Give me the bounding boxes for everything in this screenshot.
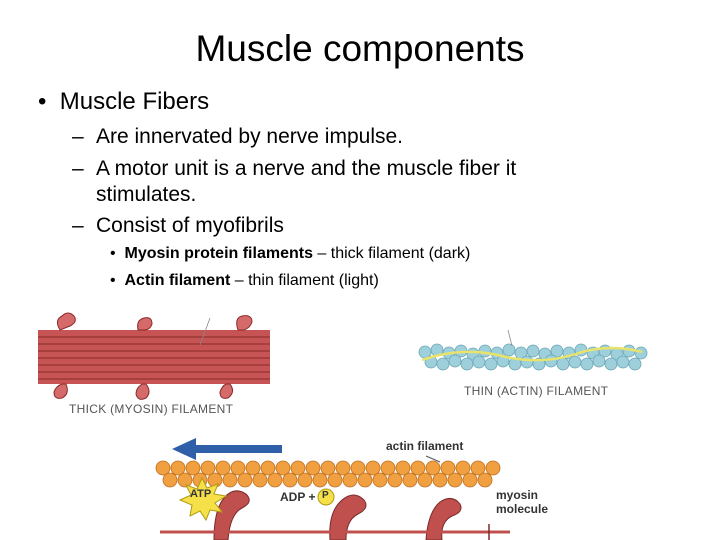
thick-filament-caption: THICK (MYOSIN) FILAMENT — [69, 402, 234, 416]
tropomyosin-strand — [421, 346, 643, 362]
sub-sub-bullet-actin: • Actin filament – thin filament (light) — [110, 272, 379, 290]
bullet-dot: • — [38, 88, 60, 115]
bold-term: Myosin protein filaments — [124, 245, 313, 262]
dash: – — [72, 125, 84, 148]
actin-filament-label: actin filament — [386, 439, 464, 453]
adp-label: ADP + — [280, 490, 316, 504]
phosphate-label: P — [322, 490, 329, 501]
thin-filament-caption: THIN (ACTIN) FILAMENT — [464, 384, 609, 398]
sub-bullet-motor-unit: – A motor unit is a nerve and the muscle… — [72, 156, 612, 208]
term-description: – thick filament (dark) — [312, 245, 471, 262]
bullet-muscle-fibers: • Muscle Fibers — [38, 88, 209, 116]
dash: – — [72, 214, 84, 237]
bold-term: Actin filament — [124, 272, 231, 289]
dash: – — [72, 157, 84, 180]
direction-arrow — [172, 438, 282, 460]
atp-starburst — [178, 476, 228, 522]
sub-bullet-innervated: – Are innervated by nerve impulse. — [72, 124, 612, 150]
sliding-filament-diagram — [155, 438, 510, 540]
sub-bullet-text: Consist of myofibrils — [96, 214, 284, 237]
sub-sub-bullet-myosin: • Myosin protein filaments – thick filam… — [110, 245, 470, 263]
term-description: – thin filament (light) — [230, 272, 379, 289]
phosphate-circle — [317, 488, 335, 506]
myosin-label-line2: molecule — [496, 502, 549, 516]
atp-label: ATP — [190, 488, 212, 500]
sub-bullet-text: Are innervated by nerve impulse. — [96, 125, 403, 148]
bullet-text: Muscle Fibers — [59, 88, 210, 115]
thick-filament-graphic — [38, 312, 270, 400]
myosin-label-line1: myosin — [496, 488, 539, 502]
bullet-dot: • — [110, 245, 125, 262]
sub-bullet-text: A motor unit is a nerve and the muscle f… — [96, 157, 517, 206]
sub-bullet-myofibrils: – Consist of myofibrils — [72, 213, 612, 239]
slide-title: Muscle components — [195, 28, 525, 69]
bullet-dot: • — [110, 272, 125, 289]
